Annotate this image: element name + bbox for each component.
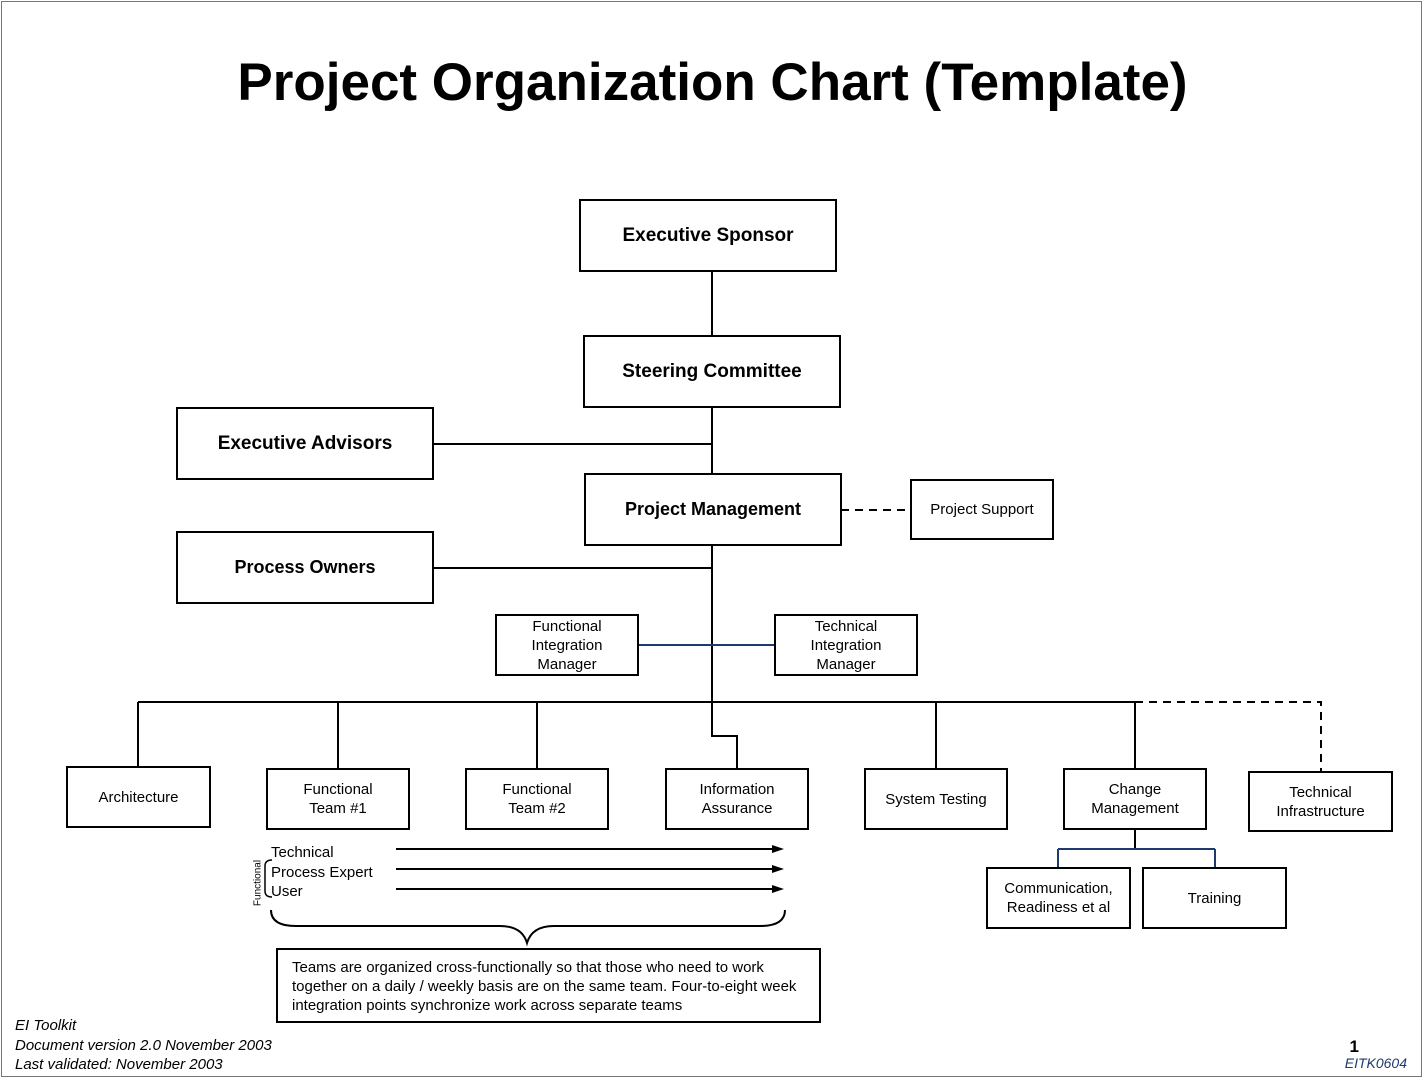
footer: EI Toolkit Document version 2.0 November… — [15, 1016, 272, 1075]
architecture-label: Architecture — [98, 788, 179, 806]
footer-line-2: Document version 2.0 November 2003 — [15, 1036, 272, 1054]
footer-line-3: Last validated: November 2003 — [15, 1056, 223, 1073]
executive-advisors-label: Executive Advisors — [217, 432, 393, 454]
functional-team-2-box: Functional Team #2 — [465, 768, 609, 830]
fim-line-3: Manager — [537, 655, 597, 673]
cm-line-1: Change — [1108, 781, 1162, 798]
project-support-box: Project Support — [910, 479, 1054, 540]
fim-line-1: Functional — [532, 617, 602, 635]
architecture-box: Architecture — [66, 766, 211, 828]
ft1-line-2: Team #1 — [309, 800, 367, 817]
fim-line-2: Integration — [531, 636, 603, 654]
project-management-label: Project Management — [624, 499, 802, 519]
ti-line-1: Technical — [1289, 783, 1352, 801]
functional-team-1-box: Functional Team #1 — [266, 768, 410, 830]
process-owners-label: Process Owners — [234, 557, 376, 577]
system-testing-box: System Testing — [864, 768, 1008, 830]
cross-functional-note: Teams are organized cross-functionally s… — [276, 948, 821, 1023]
tim-line-3: Manager — [816, 655, 876, 673]
comm-line-2: Readiness et al — [1006, 899, 1111, 916]
ti-line-2: Infrastructure — [1276, 802, 1365, 820]
technical-integration-manager-box: Technical Integration Manager — [774, 614, 918, 676]
document-code: EITK0604 — [1344, 1055, 1407, 1071]
comm-line-1: Communication, — [1004, 880, 1113, 897]
role-process-expert: Process Expert — [271, 863, 373, 881]
executive-sponsor-label: Executive Sponsor — [622, 224, 794, 246]
project-management-box: Project Management — [584, 473, 842, 546]
role-user: User — [271, 883, 303, 900]
training-box: Training — [1142, 867, 1287, 929]
cm-line-2: Management — [1091, 800, 1179, 817]
change-management-box: Change Management — [1063, 768, 1207, 830]
executive-advisors-box: Executive Advisors — [176, 407, 434, 480]
ft1-line-1: Functional — [303, 781, 373, 798]
technical-infrastructure-box: Technical Infrastructure — [1248, 771, 1393, 832]
process-owners-box: Process Owners — [176, 531, 434, 604]
role-technical: Technical — [271, 844, 334, 861]
information-assurance-box: Information Assurance — [665, 768, 809, 830]
training-label: Training — [1187, 889, 1242, 907]
communication-readiness-box: Communication, Readiness et al — [986, 867, 1131, 929]
roles-list: Technical Process Expert User — [271, 843, 373, 902]
ia-line-2: Assurance — [701, 800, 773, 817]
footer-line-1: EI Toolkit — [15, 1017, 77, 1034]
roles-group-label: Functional — [252, 859, 264, 907]
tim-line-2: Integration — [810, 636, 882, 654]
ia-line-1: Information — [699, 781, 775, 798]
functional-integration-manager-box: Functional Integration Manager — [495, 614, 639, 676]
page-title: Project Organization Chart (Template) — [237, 53, 1188, 112]
ft2-line-2: Team #2 — [508, 800, 566, 817]
project-support-label: Project Support — [930, 501, 1034, 518]
executive-sponsor-box: Executive Sponsor — [579, 199, 837, 272]
ft2-line-1: Functional — [502, 781, 572, 798]
steering-committee-label: Steering Committee — [622, 360, 802, 382]
tim-line-1: Technical — [814, 617, 878, 635]
steering-committee-box: Steering Committee — [583, 335, 841, 408]
page-number: 1 — [1349, 1037, 1359, 1056]
system-testing-label: System Testing — [885, 790, 987, 808]
